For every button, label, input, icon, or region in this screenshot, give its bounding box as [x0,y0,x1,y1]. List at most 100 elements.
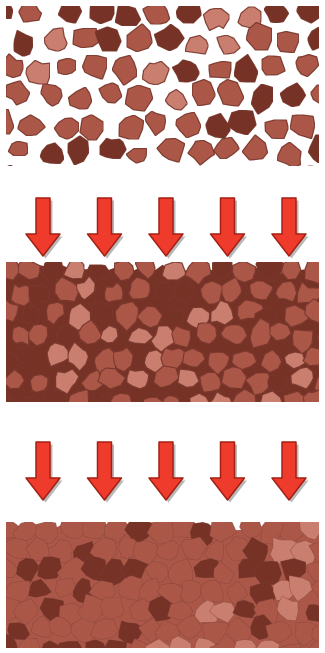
arrow-row-1 [26,198,309,259]
arrow-row-2 [26,442,309,503]
particle [192,79,216,106]
particle [44,28,67,52]
particle [319,1,325,24]
particle-panel-fused [0,514,325,653]
particle [197,323,217,345]
particle [277,31,299,52]
particle [143,2,170,24]
particle [321,598,325,620]
particle [306,605,325,623]
down-arrow-icon [149,198,183,256]
particle [0,165,19,190]
particle [112,55,137,85]
down-arrow-icon [149,442,183,500]
particle [18,115,46,136]
particle [203,8,229,30]
particle [54,118,79,139]
particle [0,2,13,19]
particle [100,597,124,619]
particle [242,135,268,160]
particle [6,81,30,106]
particle [305,258,325,284]
down-arrow-icon [26,198,60,256]
particle [115,5,141,26]
down-arrow-icon [272,198,306,256]
particle [200,372,221,392]
particle [68,87,92,109]
particle [311,85,325,104]
particle [82,55,107,79]
particle [118,170,139,194]
particle [280,83,306,107]
particle [40,143,64,164]
particle [14,30,33,56]
particle [30,374,48,392]
particle [262,56,285,76]
particle [104,640,127,653]
particle [234,54,258,82]
particle [62,173,82,192]
particle [308,27,325,50]
particle [8,141,28,156]
particle [41,84,63,107]
particle [165,89,187,110]
particle [154,24,184,51]
particle [143,397,163,414]
particle [277,142,301,168]
particle [83,514,108,539]
particle [265,120,289,139]
particle [176,112,201,138]
particle [0,351,17,372]
particle [0,54,23,78]
particle [68,136,89,165]
down-arrow-icon [26,442,60,500]
particle [99,83,122,103]
particle [19,4,42,22]
down-arrow-icon [88,198,122,256]
particle [319,284,325,307]
particle [172,60,199,82]
particle [142,61,169,85]
particle [217,35,241,54]
particle [90,1,115,24]
particle [58,0,81,23]
down-arrow-icon [272,442,306,500]
particle [209,61,232,78]
particle [217,79,244,106]
particle [206,167,230,187]
down-arrow-icon [88,442,122,500]
particle [173,174,193,197]
particle [127,24,153,52]
particle [185,35,208,54]
particle-panel-separated [0,0,325,197]
particle [100,138,126,158]
particle [119,115,144,140]
particle [41,389,66,416]
particle [290,115,315,139]
down-arrow-icon [211,198,245,256]
particle [237,174,257,194]
particle [296,54,319,76]
particle [125,85,153,111]
particle [227,110,256,135]
particle [110,393,132,412]
particle [80,166,108,186]
particle [176,0,201,23]
particle [63,256,84,279]
particle [157,138,185,162]
particle [320,644,325,653]
particle [145,111,166,136]
particle [30,172,53,193]
particle [188,140,215,165]
particle [214,137,240,159]
down-arrow-icon [211,442,245,500]
particle [126,148,147,163]
particle [95,27,121,51]
particle [251,84,273,114]
particle [264,1,289,23]
particle [260,169,286,192]
particle [80,115,104,141]
particle [57,58,76,75]
particle [297,0,323,23]
particle [298,166,324,184]
